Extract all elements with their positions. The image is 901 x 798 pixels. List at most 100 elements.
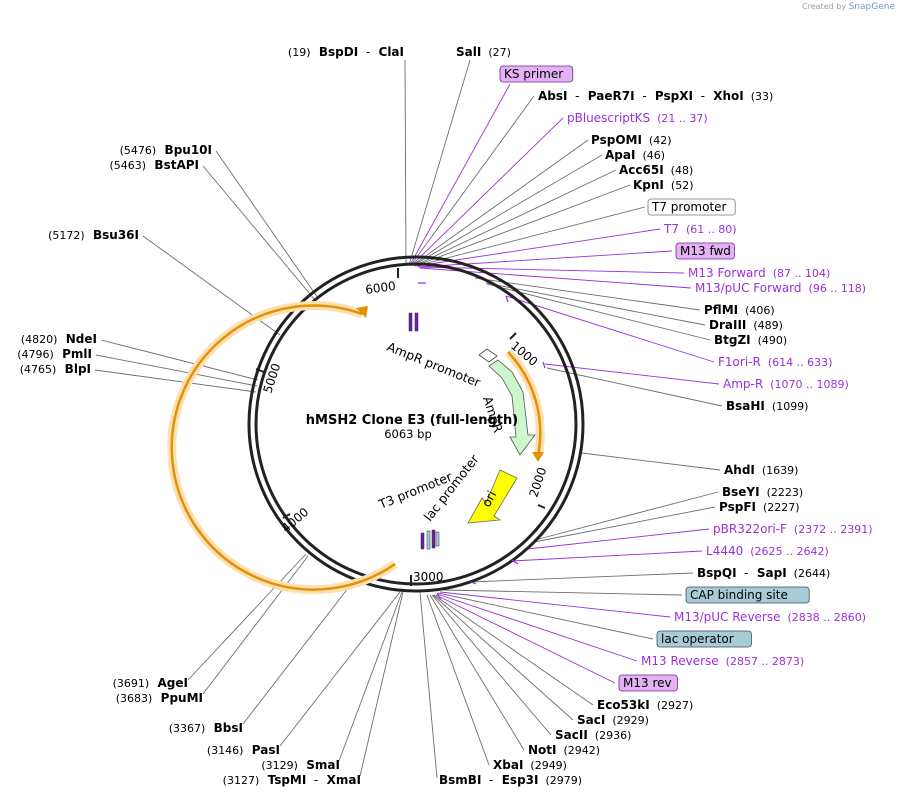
- enzyme-label-hm43[interactable]: (3691) AgeI: [113, 676, 188, 690]
- leader-hm28: [439, 591, 671, 618]
- feature-label-hm14[interactable]: M13/pUC Forward (96 .. 118): [695, 281, 866, 295]
- tick-5000: 5000: [261, 362, 284, 395]
- feature-label-hm19[interactable]: Amp-R (1070 .. 1089): [723, 377, 849, 391]
- label-part: TspMI: [259, 773, 306, 787]
- feature-box-hm29[interactable]: lac operator: [656, 630, 752, 648]
- feature-box-hm12[interactable]: M13 fwd: [675, 242, 735, 260]
- feature-label-hm13[interactable]: M13 Forward (87 .. 104): [688, 266, 830, 280]
- enzyme-label-hm23[interactable]: PspFI (2227): [719, 500, 800, 514]
- enzyme-label-hm33[interactable]: SacI (2929): [577, 713, 649, 727]
- enzyme-label-hm35[interactable]: NotI (2942): [528, 743, 600, 757]
- tick-4000-line: [282, 513, 291, 519]
- enzyme-label-hm45[interactable]: (4796) PmlI: [17, 347, 92, 361]
- label-part: -: [358, 45, 370, 59]
- enzyme-label-hm32[interactable]: Eco53kI (2927): [597, 698, 693, 712]
- enzyme-label-hm36[interactable]: XbaI (2949): [493, 758, 567, 772]
- enzyme-label-hm9[interactable]: KpnI (52): [633, 178, 693, 192]
- enzyme-label-hm17[interactable]: BtgZI (490): [714, 333, 787, 347]
- feature-label-hm30[interactable]: M13 Reverse (2857 .. 2873): [641, 654, 804, 668]
- enzyme-label-hm40[interactable]: (3146) PasI: [207, 743, 280, 757]
- enzyme-label-hm34[interactable]: SacII (2936): [555, 728, 631, 742]
- label-part: SacI: [577, 713, 605, 727]
- enzyme-label-hm46[interactable]: (4820) NdeI: [21, 332, 97, 346]
- label-part: -: [481, 773, 493, 787]
- label-part: (42): [642, 134, 672, 147]
- label-part: (2949): [523, 759, 567, 772]
- label-part: BspDI: [311, 45, 359, 59]
- label-part: (2927): [650, 699, 694, 712]
- enzyme-label-hm38[interactable]: (3127) TspMI - XmaI: [223, 773, 361, 787]
- label-part: Bpu10I: [156, 143, 212, 157]
- label-part: BstAPI: [146, 158, 199, 172]
- enzyme-label-hm2[interactable]: SalI (27): [456, 45, 511, 59]
- leader-hm38: [359, 591, 404, 777]
- enzyme-label-hm39[interactable]: (3129) SmaI: [261, 758, 340, 772]
- label-part: (52): [664, 179, 694, 192]
- enzyme-label-hm44[interactable]: (4765) BlpI: [20, 362, 91, 376]
- enzyme-label-hm26[interactable]: BspQI - SapI (2644): [697, 566, 830, 580]
- feature-box-label-hm10: T7 promoter: [651, 200, 727, 214]
- enzyme-label-hm37[interactable]: BsmBI - Esp3I (2979): [439, 773, 582, 787]
- enzyme-label-hm20[interactable]: BsaHI (1099): [726, 399, 808, 413]
- enzyme-label-hm7[interactable]: ApaI (46): [605, 148, 665, 162]
- label-part: (4796): [17, 348, 54, 361]
- label-part: (5463): [109, 159, 146, 172]
- site-labels: (19) BspDI - ClaI SalI (27) KS primerAbsI …: [17, 45, 872, 787]
- leader-hm37: [419, 591, 438, 779]
- enzyme-label-hm16[interactable]: DraIII (489): [709, 318, 783, 332]
- feature-box-hm3[interactable]: KS primer: [499, 65, 574, 83]
- ampr-promoter-arrow[interactable]: [478, 348, 498, 363]
- label-part: (2979): [538, 774, 582, 787]
- enzyme-label-hm21[interactable]: AhdI (1639): [724, 463, 798, 477]
- feature-label-hm11[interactable]: T7 (61 .. 80): [663, 222, 737, 236]
- enzyme-label-hm48[interactable]: (5463) BstAPI: [109, 158, 199, 172]
- label-part: pBR322ori-F: [713, 522, 787, 536]
- enzyme-label-hm15[interactable]: PflMI (406): [704, 303, 775, 317]
- insert-arc-right: [507, 351, 542, 457]
- feature-label-hm28[interactable]: M13/pUC Reverse (2838 .. 2860): [674, 610, 866, 624]
- insert-arc-left-glow: [167, 301, 398, 595]
- feature-box-hm27[interactable]: CAP binding site: [685, 586, 810, 604]
- enzyme-label-hm6[interactable]: PspOMI (42): [591, 133, 672, 147]
- ori-arrow[interactable]: [467, 469, 518, 524]
- primer-mark-b: [414, 312, 419, 332]
- label-part: (2942): [557, 744, 601, 757]
- label-part: SacII: [555, 728, 588, 742]
- leader-hm49: [215, 150, 319, 299]
- label-part: -: [567, 89, 579, 103]
- leader-hm6: [412, 139, 589, 266]
- insert-arc-left-arrow: [356, 306, 368, 318]
- map-title: hMSH2 Clone E3 (full-length): [306, 413, 518, 428]
- label-part: NdeI: [57, 332, 97, 346]
- label-part: PaeR7I: [579, 89, 634, 103]
- enzyme-label-hm41[interactable]: (3367) BbsI: [169, 721, 243, 735]
- insert-arc-right-arrow: [532, 452, 544, 462]
- enzyme-label-hm1[interactable]: (19) BspDI - ClaI: [288, 45, 404, 59]
- leader-hm32: [433, 594, 594, 706]
- feature-box-hm10[interactable]: T7 promoter: [647, 198, 736, 216]
- label-part: (2372 .. 2391): [787, 523, 873, 536]
- enzyme-label-hm8[interactable]: Acc65I (48): [619, 163, 693, 177]
- feature-label-hm5[interactable]: pBluescriptKS (21 .. 37): [567, 111, 708, 125]
- enzyme-label-hm42[interactable]: (3683) PpuMI: [116, 691, 203, 705]
- label-part: (2625 .. 2642): [743, 545, 829, 558]
- feature-label-hm25[interactable]: L4440 (2625 .. 2642): [706, 544, 829, 558]
- feature-label-hm24[interactable]: pBR322ori-F (2372 .. 2391): [713, 522, 873, 536]
- enzyme-label-hm49[interactable]: (5476) Bpu10I: [120, 143, 212, 157]
- feature-label-hm18[interactable]: F1ori-R (614 .. 633): [718, 355, 832, 369]
- primer-mark-a: [408, 312, 413, 332]
- enzyme-label-hm47[interactable]: (5172) Bsu36I: [48, 228, 139, 242]
- label-part: (5476): [120, 144, 157, 157]
- ampr-arrow[interactable]: [488, 359, 536, 456]
- label-part: PspFI: [719, 500, 756, 514]
- label-part: (3683): [116, 692, 153, 705]
- enzyme-label-hm4[interactable]: AbsI - PaeR7I - PspXI - XhoI (33): [538, 89, 773, 103]
- feature-box-hm31[interactable]: M13 rev: [618, 674, 678, 692]
- label-part: -: [306, 773, 318, 787]
- label-part: BseYI: [722, 485, 760, 499]
- label-part: M13/pUC Reverse: [674, 610, 781, 624]
- label-part: Bsu36I: [85, 228, 139, 242]
- enzyme-label-hm22[interactable]: BseYI (2223): [722, 485, 803, 499]
- label-part: Acc65I: [619, 163, 664, 177]
- label-part: XhoI: [705, 89, 744, 103]
